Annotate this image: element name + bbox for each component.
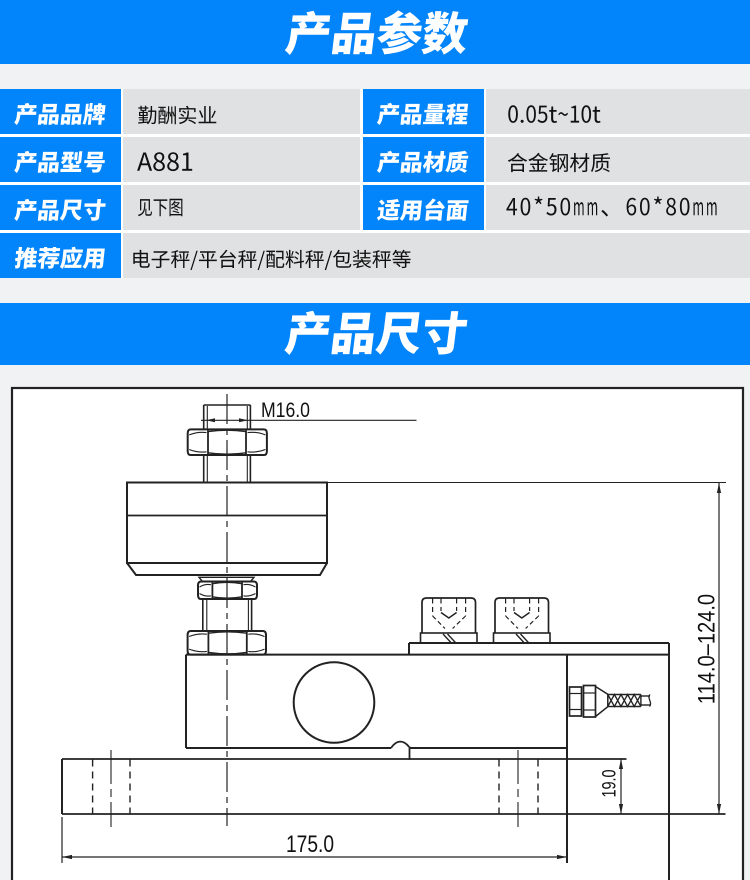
svg-text:M16.0: M16.0 [261, 398, 310, 422]
svg-text:175.0: 175.0 [286, 830, 334, 858]
svg-text:19.0: 19.0 [597, 769, 620, 797]
svg-text:114.0–124.0: 114.0–124.0 [693, 594, 720, 704]
